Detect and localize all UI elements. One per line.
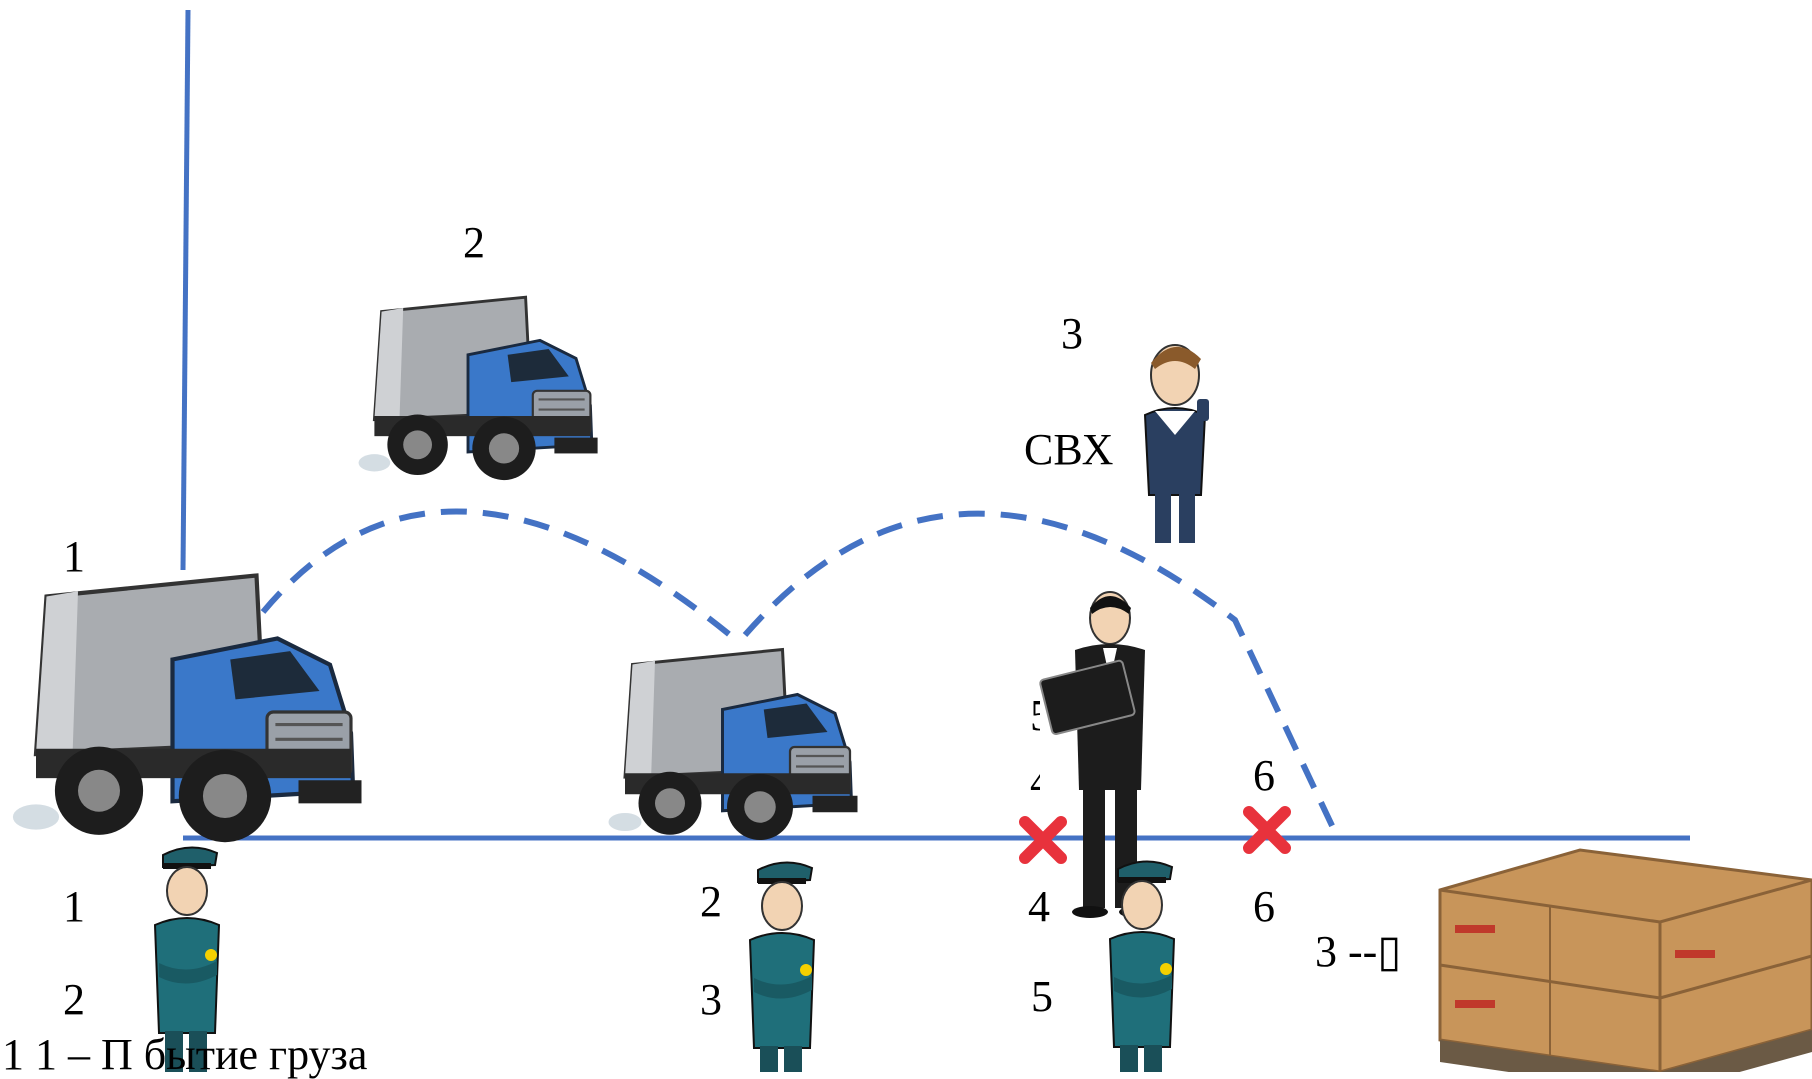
label-box-arrow: 3 --▯ [1315,927,1402,976]
label-axis-left-2: 2 [63,975,85,1024]
label-axis-mid-3: 3 [700,975,722,1024]
cargo-boxes-icon [1438,848,1812,1072]
label-axis-5: 5 [1031,972,1053,1021]
red-cross-icon [1019,816,1067,864]
label-truck-1: 1 [63,532,85,581]
truck-icon [607,648,859,842]
label-right-6: 6 [1253,751,1275,800]
label-axis-6: 6 [1253,882,1275,931]
route-arc-1 [260,508,732,638]
customs-officer-icon [749,861,815,1072]
label-truck-2: 2 [463,218,485,267]
label-warehouse-abbr: СВХ [1024,425,1114,474]
footer-caption: 1 1 – П бытие груза [2,1030,368,1079]
truck-icon [13,576,362,843]
label-axis-left-1: 1 [63,882,85,931]
label-partial-4: 4 [1030,760,1040,804]
red-cross-icon [1243,806,1291,854]
label-axis-mid-2: 2 [700,877,722,926]
warehouse-keeper-icon [1143,344,1209,543]
vertical-axis [180,9,191,571]
label-warehouse-number: 3 [1061,309,1083,358]
label-axis-4: 4 [1028,882,1050,931]
label-partial-5: 5 [1030,694,1040,738]
truck-icon [357,295,600,482]
route-arc-2 [742,510,1338,834]
